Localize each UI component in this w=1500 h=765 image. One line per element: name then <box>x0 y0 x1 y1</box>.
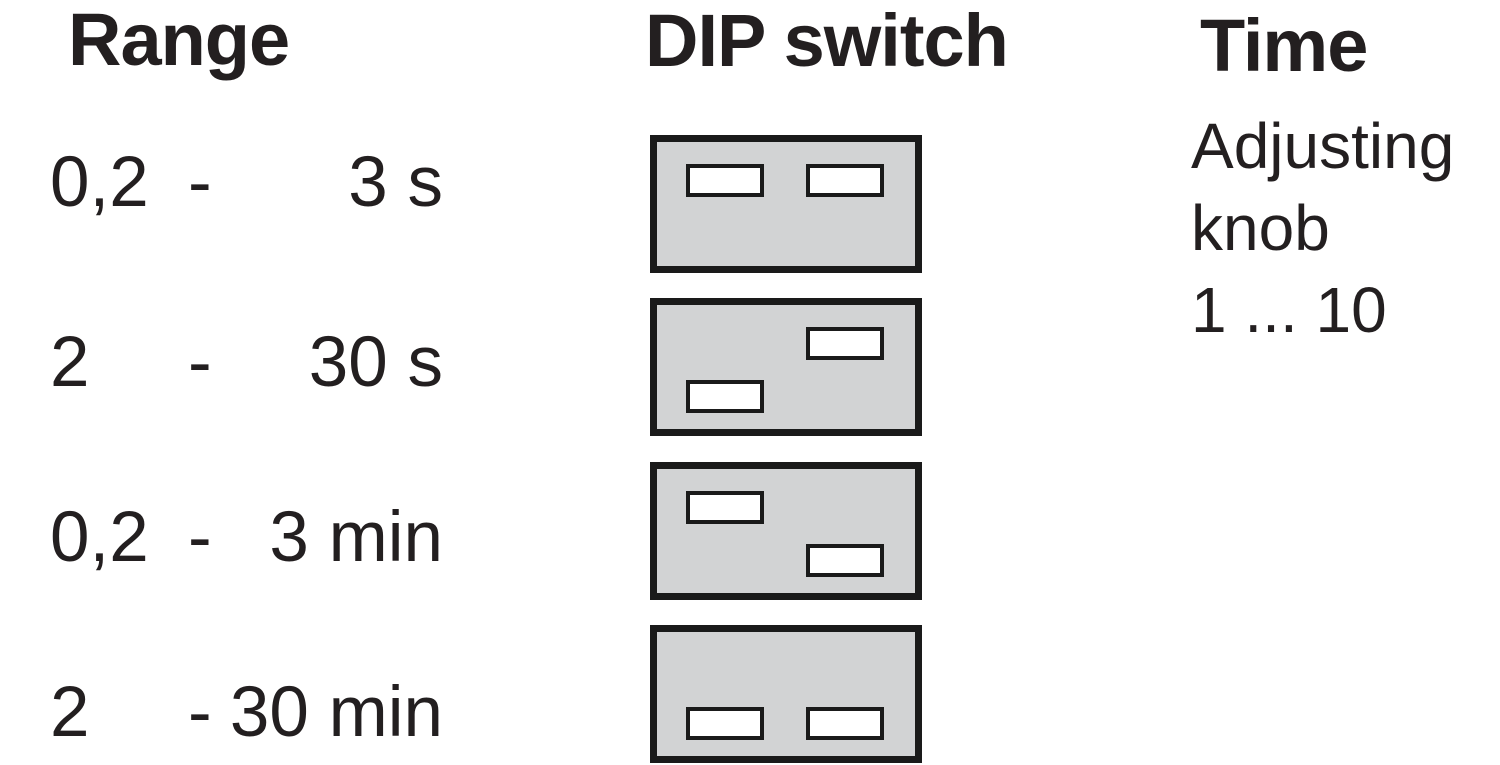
dip-switch-lever-2-icon <box>806 164 884 197</box>
dip-switch-lever-1-icon <box>686 707 764 740</box>
range-min-value: 2 <box>50 673 90 752</box>
range-max-value: 30 s <box>308 323 443 402</box>
range-min-value: 0,2 <box>50 498 149 577</box>
range-row-2: 2 - 30 s <box>0 327 443 398</box>
dip-switch-diagram-1 <box>650 135 922 273</box>
range-row-4: 2 - 30 min <box>0 677 443 748</box>
dip-switch-lever-1-icon <box>686 491 764 524</box>
range-max-value: 30 min <box>229 673 443 752</box>
range-row-1: 0,2 - 3 s <box>0 147 443 218</box>
range-min-value: 2 <box>50 323 90 402</box>
time-note-line: Adjusting <box>1191 110 1455 182</box>
time-note-line: 1 ... 10 <box>1191 274 1387 346</box>
range-separator: - <box>188 498 212 577</box>
range-separator: - <box>188 323 212 402</box>
time-note-line: knob <box>1191 192 1330 264</box>
range-min-value: 0,2 <box>50 143 149 222</box>
time-column-header: Time <box>1200 4 1368 87</box>
dip-switch-lever-2-icon <box>806 327 884 360</box>
range-separator: - <box>188 143 212 222</box>
range-row-3: 0,2 - 3 min <box>0 502 443 573</box>
time-adjusting-note: Adjusting knob 1 ... 10 <box>1191 105 1454 351</box>
dip-switch-diagram-4 <box>650 625 922 763</box>
range-max-value: 3 min <box>269 498 443 577</box>
dip-switch-lever-2-icon <box>806 707 884 740</box>
dip-switch-diagram-3 <box>650 462 922 600</box>
range-column-header: Range <box>68 0 290 81</box>
range-max-value: 3 s <box>348 143 443 222</box>
dip-switch-diagram-2 <box>650 298 922 436</box>
dip-switch-lever-1-icon <box>686 380 764 413</box>
dip-switch-column-header: DIP switch <box>645 0 1009 82</box>
range-separator: - <box>188 673 212 752</box>
dip-switch-lever-2-icon <box>806 544 884 577</box>
dip-switch-lever-1-icon <box>686 164 764 197</box>
